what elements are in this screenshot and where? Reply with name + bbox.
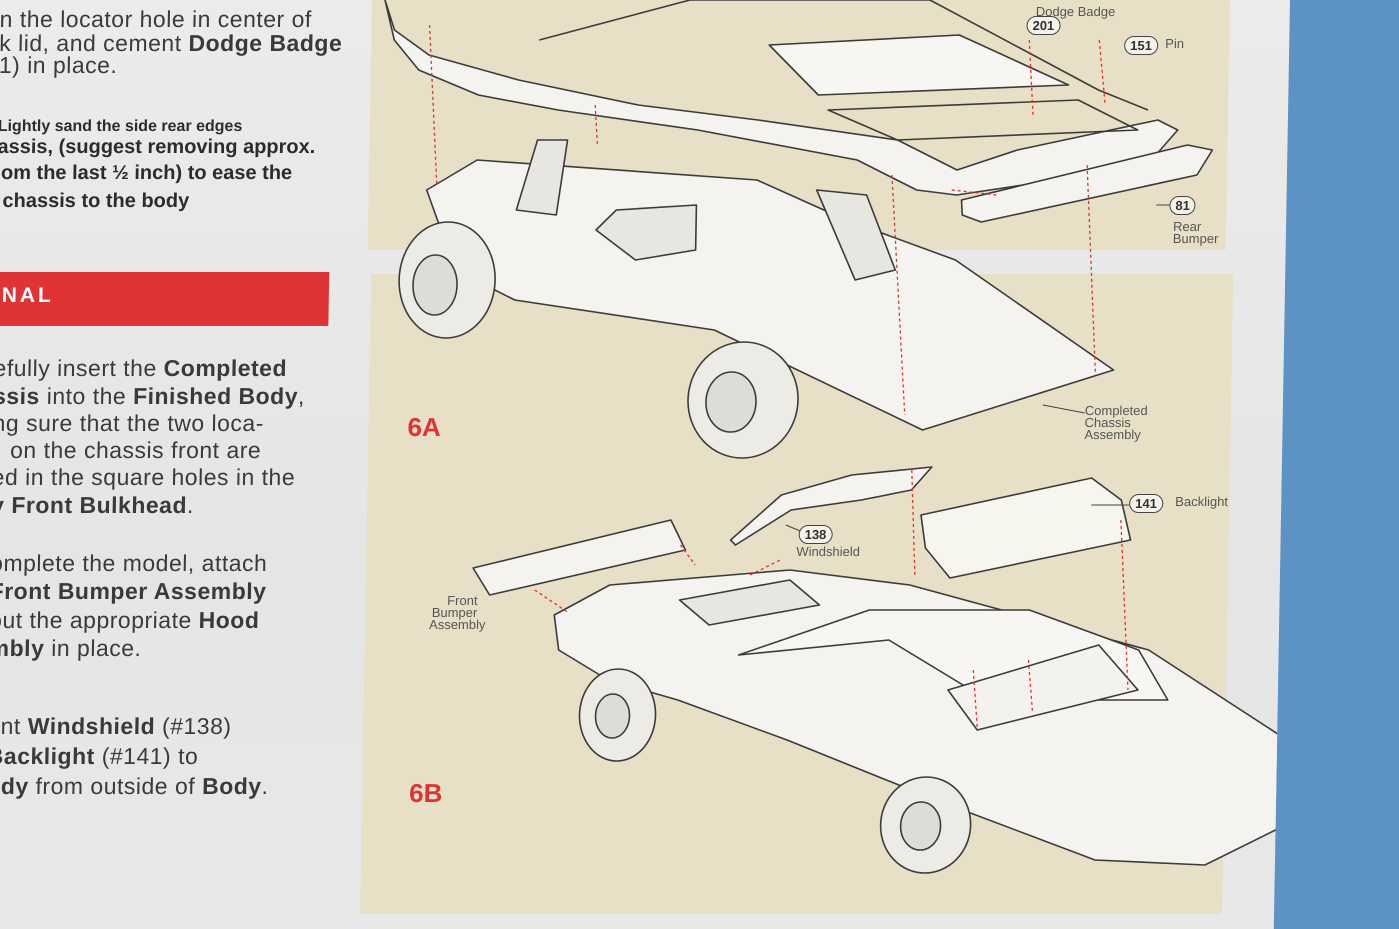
car-body-top bbox=[384, 0, 1179, 196]
pin-label: Pin bbox=[1165, 36, 1185, 51]
assembly-line-art bbox=[384, 0, 1290, 874]
backlight-part bbox=[920, 477, 1132, 579]
front-bumper-assembly bbox=[472, 519, 687, 596]
part-number-138: 138 bbox=[798, 525, 833, 544]
rear-bumper bbox=[960, 144, 1214, 223]
part-number-201: 201 bbox=[1026, 16, 1061, 35]
instruction-sheet: n the locator hole in center of k lid, a… bbox=[0, 0, 1290, 929]
part-number-141: 141 bbox=[1129, 494, 1164, 513]
step-6b-label: 6B bbox=[408, 778, 443, 808]
part-number-81: 81 bbox=[1169, 196, 1197, 215]
windshield-label: Windshield bbox=[796, 544, 861, 559]
windshield-part bbox=[729, 466, 933, 546]
step-6a-label: 6A bbox=[407, 412, 442, 442]
part-number-151: 151 bbox=[1124, 36, 1159, 55]
backlight-label: Backlight bbox=[1175, 494, 1229, 509]
